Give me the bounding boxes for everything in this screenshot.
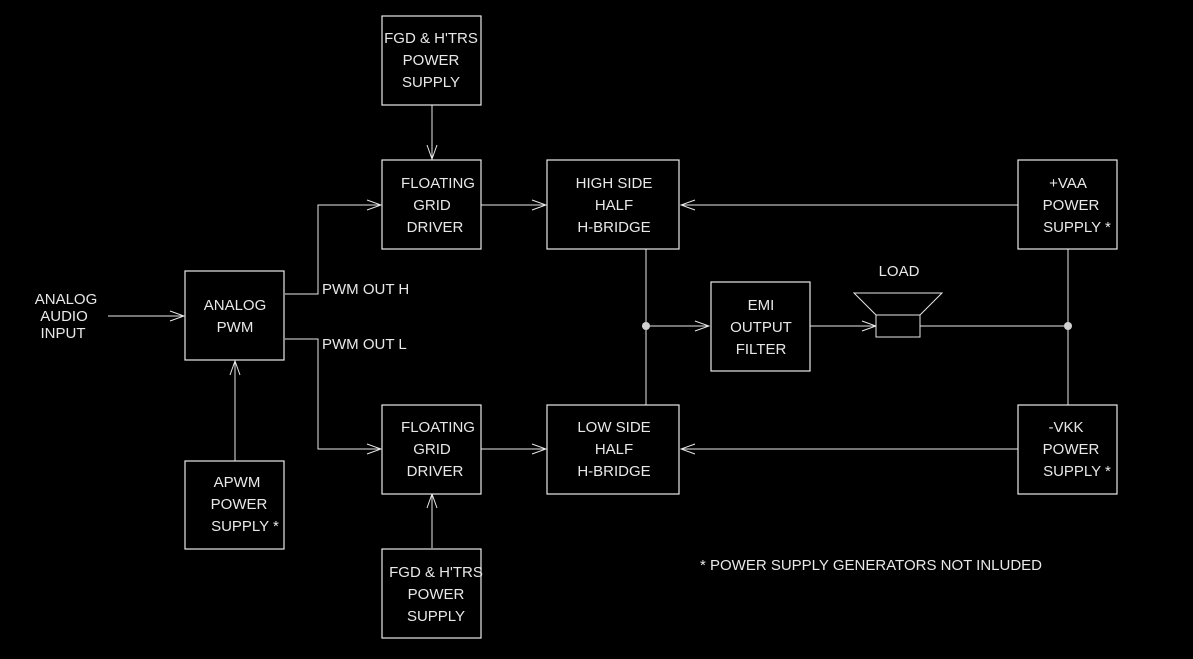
block-label: H-BRIDGE	[577, 463, 650, 480]
svg-text:AUDIO: AUDIO	[40, 308, 88, 325]
block-label: POWER	[403, 52, 460, 69]
block-label: SUPPLY	[402, 74, 460, 91]
block-label: SUPPLY	[407, 608, 465, 625]
vaa-power-supply-block: +VAA POWER SUPPLY *	[1017, 159, 1118, 250]
block-label: ANALOG	[204, 297, 267, 314]
block-label: SUPPLY *	[1043, 219, 1111, 236]
high-side-half-bridge-block: HIGH SIDE HALF H-BRIDGE	[546, 159, 680, 250]
block-label: FGD & H'TRS	[389, 564, 483, 581]
block-label: SUPPLY *	[1043, 463, 1111, 480]
footnote: * POWER SUPPLY GENERATORS NOT INLUDED	[700, 557, 1042, 574]
svg-text:INPUT: INPUT	[41, 325, 86, 342]
block-label: H-BRIDGE	[577, 219, 650, 236]
supply-common-node	[1064, 322, 1072, 330]
block-label: SUPPLY *	[211, 518, 279, 535]
block-label: LOW SIDE	[577, 419, 650, 436]
block-label: -VKK	[1048, 419, 1083, 436]
bridge-output-node	[642, 322, 650, 330]
floating-grid-driver-bottom-block: FLOATING GRID DRIVER	[381, 404, 482, 495]
block-label: DRIVER	[407, 219, 464, 236]
block-label: POWER	[1043, 441, 1100, 458]
block-label: FLOATING	[401, 175, 475, 192]
fgd-supply-top-block: FGD & H'TRS POWER SUPPLY	[381, 15, 482, 106]
block-label: +VAA	[1049, 175, 1087, 192]
block-label: PWM	[217, 319, 254, 336]
svg-text:ANALOG: ANALOG	[35, 291, 98, 308]
block-label: FGD & H'TRS	[384, 30, 478, 47]
low-side-half-bridge-block: LOW SIDE HALF H-BRIDGE	[546, 404, 680, 495]
block-label: POWER	[211, 496, 268, 513]
block-label: OUTPUT	[730, 319, 792, 336]
fgd-supply-bottom-block: FGD & H'TRS POWER SUPPLY	[381, 548, 483, 639]
block-label: HALF	[595, 441, 633, 458]
block-label: POWER	[408, 586, 465, 603]
load-speaker-icon	[852, 292, 944, 338]
emi-output-filter-block: EMI OUTPUT FILTER	[710, 281, 811, 372]
apwm-power-supply-block: APWM POWER SUPPLY *	[184, 460, 285, 550]
block-label: HIGH SIDE	[576, 175, 653, 192]
block-label: GRID	[413, 197, 451, 214]
floating-grid-driver-top-block: FLOATING GRID DRIVER	[381, 159, 482, 250]
block-label: EMI	[748, 297, 775, 314]
block-label: HALF	[595, 197, 633, 214]
analog-pwm-block: ANALOG PWM	[184, 270, 285, 361]
block-label: FLOATING	[401, 419, 475, 436]
connections	[108, 105, 1072, 548]
block-label: APWM	[214, 474, 261, 491]
block-label: FILTER	[736, 341, 787, 358]
block-label: DRIVER	[407, 463, 464, 480]
block-label: GRID	[413, 441, 451, 458]
pwm-out-l-wire	[285, 338, 381, 449]
block-label: POWER	[1043, 197, 1100, 214]
pwm-out-h-label: PWM OUT H	[322, 281, 409, 298]
pwm-out-h-wire	[285, 205, 381, 295]
load-label: LOAD	[879, 263, 920, 280]
analog-input-label: ANALOG AUDIO INPUT	[35, 291, 98, 342]
pwm-out-l-label: PWM OUT L	[322, 336, 407, 353]
vkk-power-supply-block: -VKK POWER SUPPLY *	[1017, 404, 1118, 495]
